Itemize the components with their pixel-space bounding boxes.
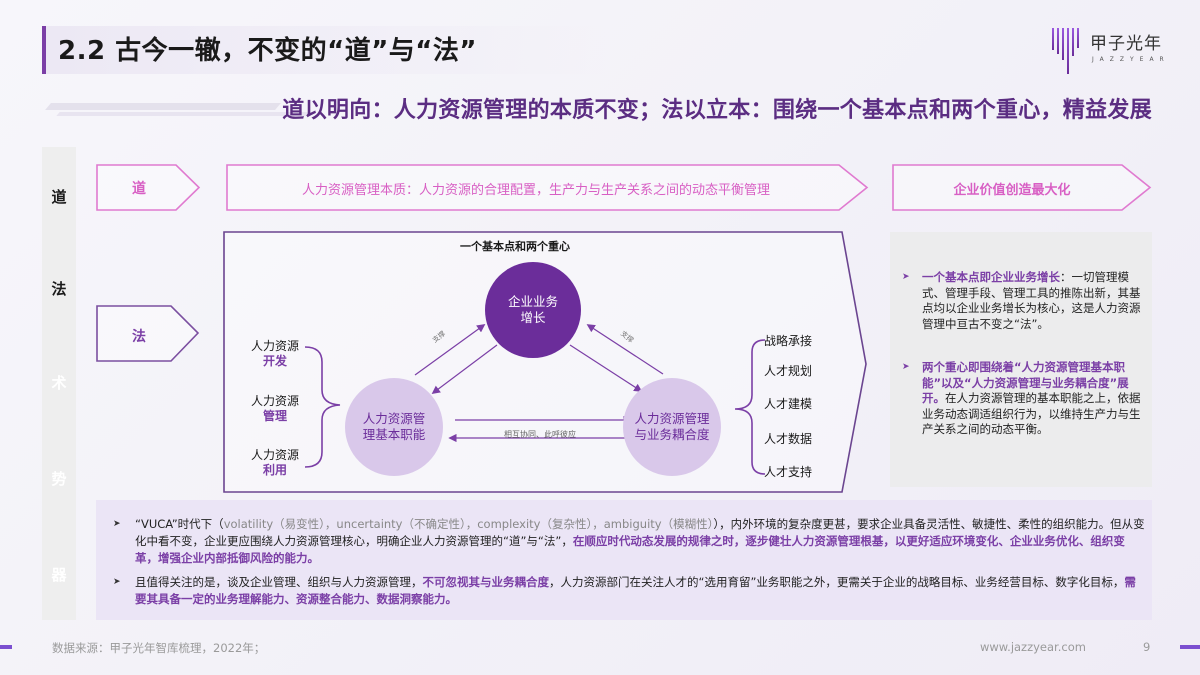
fa-tag-label: 法 <box>132 329 146 345</box>
footer-accent-left <box>0 645 12 649</box>
dao-goal-shape <box>892 164 1152 211</box>
bullet-arrow-icon: ➤ <box>113 519 121 529</box>
mutual-label: 相互协同、此呼彼应 <box>504 430 576 439</box>
talent-item-strategy: 战略承接 <box>764 334 813 348</box>
node-hr-business-coupling-label: 人力资源管理 与业务耦合度 <box>634 411 710 442</box>
footer-accent-right <box>1180 645 1200 649</box>
side-nav-item-shu: 术 <box>51 374 67 392</box>
dao-essence-shape <box>226 164 869 211</box>
talent-item-support: 人才支持 <box>764 465 813 479</box>
footer-url[interactable]: www.jazzyear.com <box>980 640 1086 654</box>
dao-essence-text: 人力资源管理本质：人力资源的合理配置，生产力与生产关系之间的动态平衡管理 <box>301 183 770 198</box>
title-bar <box>42 26 606 74</box>
talent-item-data: 人才数据 <box>764 432 813 446</box>
side-nav-item-dao: 道 <box>51 188 67 206</box>
notes-panel <box>890 232 1152 487</box>
node-hr-business-coupling: 人力资源管理 与业务耦合度 <box>623 378 721 476</box>
bullet-arrow-icon: ➤ <box>113 577 121 587</box>
summary-point: ➤ “VUCA”时代下（volatility（易变性），uncertainty（… <box>113 517 1145 565</box>
hr-item-manage: 人力资源 管理 <box>250 394 299 423</box>
summary-panel <box>96 500 1152 620</box>
note-item: ➤两个重心即围绕着“人力资源管理基本职能”以及“人力资源管理与业务耦合度”展开。… <box>902 360 1141 436</box>
hr-item-develop: 人力资源 开发 <box>250 339 299 368</box>
diagram-title: 一个基本点和两个重心 <box>460 240 570 253</box>
side-nav <box>42 147 76 620</box>
footer-source: 数据来源：甲子光年智库梳理，2022年； <box>52 641 266 655</box>
page-subtitle: 道以明向：人力资源管理的本质不变；法以立本：围绕一个基本点和两个重心，精益发展 <box>282 98 1152 123</box>
dao-tag-shape <box>96 164 201 211</box>
bullet-arrow-icon: ➤ <box>902 362 910 372</box>
fa-tag-shape <box>96 305 200 362</box>
bullet-arrow-icon: ➤ <box>902 272 910 282</box>
jazzyear-bars-icon <box>1052 28 1079 74</box>
summary-point: ➤ 且值得关注的是，谈及企业管理、组织与人力资源管理，不可忽视其与业务耦合度，人… <box>113 575 1136 606</box>
logo-subtitle: JAZZYEAR <box>1092 56 1170 63</box>
node-hr-basic-functions-label: 人力资源管 理基本职能 <box>362 411 426 442</box>
page-number: 9 <box>1143 640 1151 654</box>
talent-item-modeling: 人才建模 <box>764 397 813 411</box>
node-business-growth-label: 企业业务 增长 <box>507 294 558 325</box>
talent-item-planning: 人才规划 <box>764 364 813 378</box>
side-nav-item-qi: 器 <box>51 566 67 584</box>
node-business-growth: 企业业务 增长 <box>485 262 581 358</box>
node-hr-basic-functions: 人力资源管 理基本职能 <box>345 378 443 476</box>
hr-item-utilize: 人力资源 利用 <box>250 448 299 477</box>
side-nav-item-fa: 法 <box>51 280 67 298</box>
side-nav-item-shi: 势 <box>51 470 67 488</box>
logo-name: 甲子光年 <box>1090 34 1162 54</box>
dao-tag-label: 道 <box>132 181 146 197</box>
dao-goal-text: 企业价值创造最大化 <box>953 183 1071 198</box>
note-item: ➤一个基本点即企业业务增长：一切管理模式、管理手段、管理工具的推陈出新，其基点均… <box>902 270 1141 331</box>
page-title: 2.2 古今一辙，不变的“道”与“法” <box>58 36 477 66</box>
